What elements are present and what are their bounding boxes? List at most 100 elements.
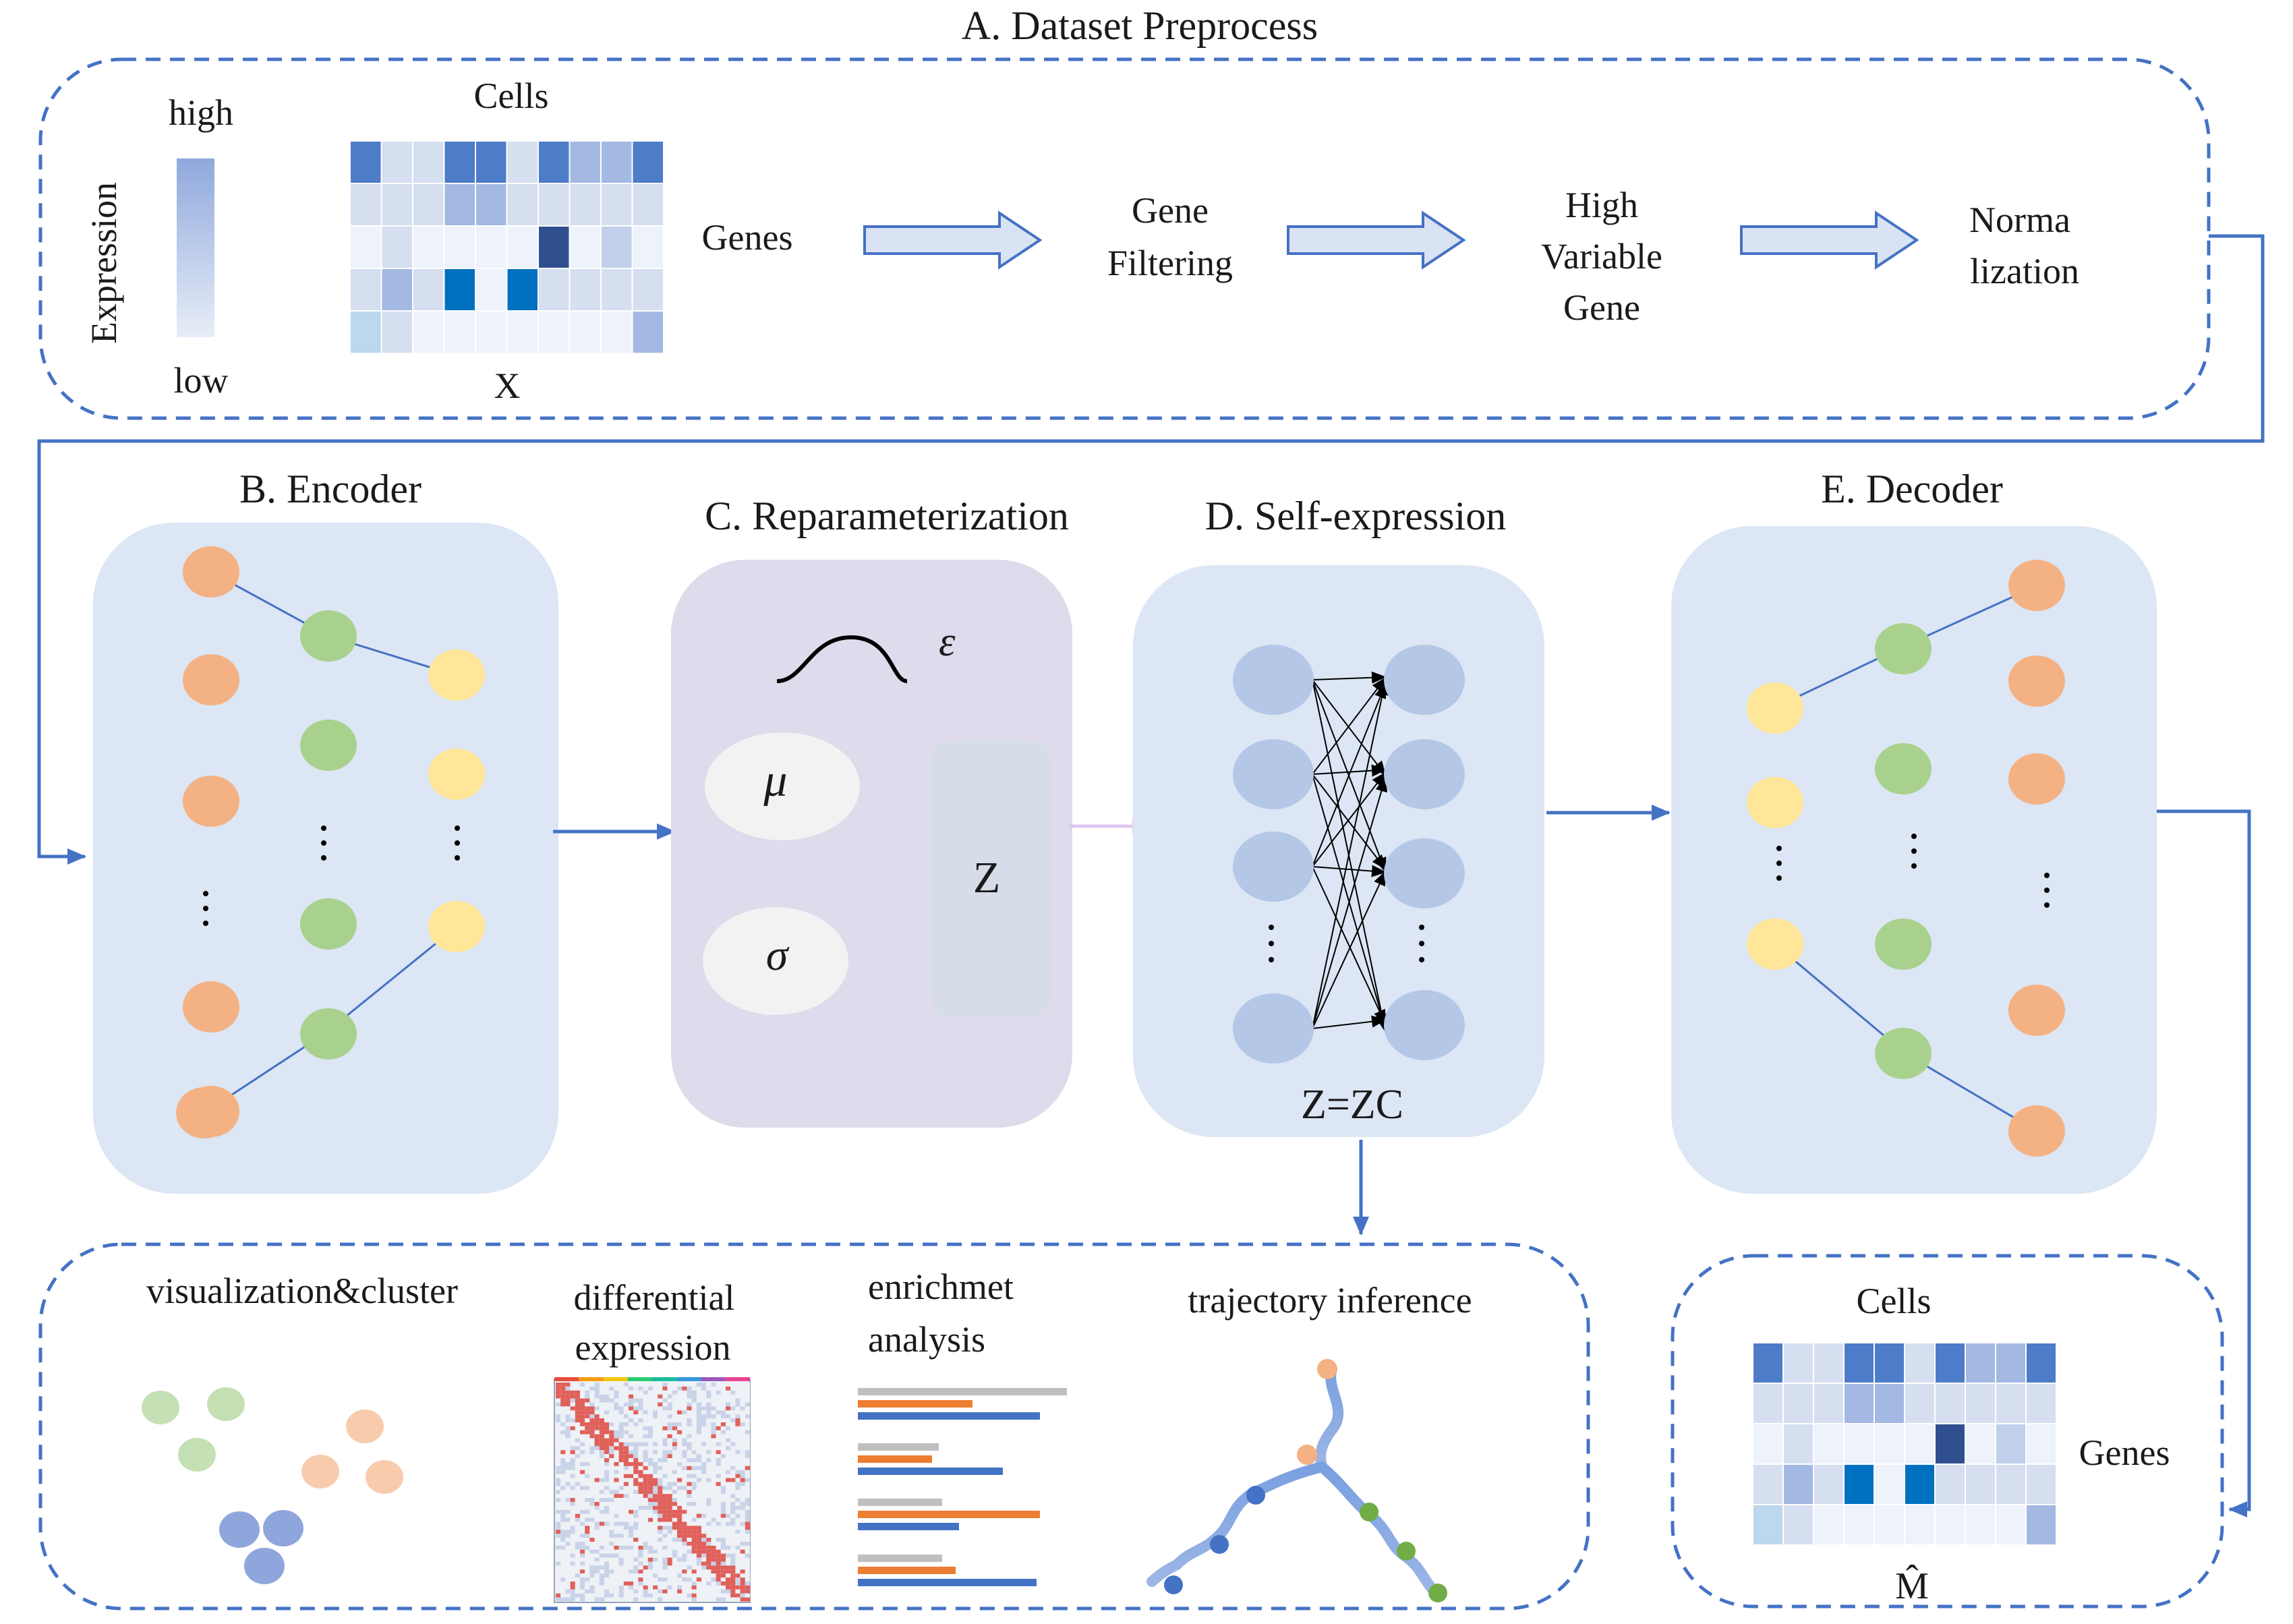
de-heatmap-cell — [629, 1526, 633, 1530]
de-heatmap-cell — [741, 1403, 745, 1407]
de-heatmap-cell — [726, 1514, 730, 1518]
de-heatmap-cell — [585, 1466, 589, 1470]
de-heatmap-cell — [565, 1514, 570, 1518]
de-heatmap-cell — [662, 1506, 667, 1510]
de-heatmap-cell — [682, 1410, 687, 1414]
de-heatmap-cell — [711, 1387, 716, 1391]
de-heatmap-cell — [745, 1478, 750, 1482]
de-heatmap-cell — [697, 1510, 701, 1514]
de-heatmap-cell — [648, 1518, 653, 1522]
de-heatmap-cell — [745, 1462, 750, 1466]
de-heatmap-cell — [682, 1498, 687, 1502]
de-heatmap-cell — [589, 1439, 594, 1443]
de-heatmap-cell — [609, 1391, 614, 1395]
de-heatmap-cell — [697, 1403, 701, 1407]
de-heatmap-cell — [735, 1486, 740, 1490]
de-heatmap-cell — [604, 1410, 609, 1414]
de-heatmap-cell — [638, 1450, 643, 1454]
de-heatmap-cell — [735, 1403, 740, 1407]
de-heatmap-cell — [658, 1518, 662, 1522]
de-heatmap-cell — [609, 1530, 614, 1534]
de-heatmap-cell — [585, 1450, 589, 1454]
de-heatmap-cell — [721, 1482, 726, 1486]
heatmap-cell — [1996, 1505, 2025, 1544]
de-heatmap-cell — [658, 1569, 662, 1573]
de-heatmap-cell — [706, 1530, 711, 1534]
de-heatmap-cell — [653, 1482, 658, 1486]
de-heatmap-cell — [745, 1470, 750, 1474]
de-heatmap-cell — [571, 1443, 575, 1447]
de-heatmap-cell — [589, 1558, 594, 1562]
de-heatmap-cell — [682, 1550, 687, 1554]
de-heatmap-cell — [580, 1562, 585, 1566]
de-heatmap-cell — [585, 1486, 589, 1490]
de-heatmap-cell — [730, 1506, 735, 1510]
de-heatmap-cell — [658, 1494, 662, 1498]
de-heatmap-cell — [706, 1430, 711, 1434]
de-heatmap-cell — [692, 1450, 697, 1454]
de-heatmap-cell — [741, 1482, 745, 1486]
heatmap-cell — [571, 184, 601, 225]
de-heatmap-cell — [565, 1522, 570, 1526]
de-heatmap-cell — [735, 1395, 740, 1399]
de-heatmap-cell — [624, 1478, 629, 1482]
de-heatmap-cell — [677, 1486, 682, 1490]
de-heatmap-cell — [692, 1391, 697, 1395]
de-heatmap-cell — [614, 1399, 618, 1403]
de-heatmap-cell — [692, 1554, 697, 1558]
de-heatmap-cell — [662, 1562, 667, 1566]
heatmap-cell — [1814, 1384, 1843, 1423]
de-heatmap-cell — [735, 1439, 740, 1443]
de-heatmap-cell — [604, 1542, 609, 1546]
de-heatmap-cell — [672, 1522, 677, 1526]
de-heatmap-cell — [726, 1450, 730, 1454]
de-heatmap-cell — [692, 1454, 697, 1458]
de-heatmap-cell — [638, 1573, 643, 1577]
de-heatmap-cell — [687, 1426, 691, 1430]
de-heatmap-cell — [585, 1422, 589, 1426]
de-heatmap-cell — [668, 1486, 672, 1490]
de-heatmap-cell — [697, 1538, 701, 1542]
de-heatmap-cell — [711, 1514, 716, 1518]
de-heatmap-cell — [643, 1498, 648, 1502]
de-heatmap-cell — [692, 1466, 697, 1470]
de-heatmap-cell — [633, 1414, 638, 1418]
de-heatmap-cell — [614, 1538, 618, 1542]
de-heatmap-cell — [619, 1383, 624, 1387]
de-heatmap-cell — [730, 1474, 735, 1478]
de-heatmap-cell — [614, 1590, 618, 1594]
de-heatmap-cell — [595, 1446, 600, 1450]
de-heatmap-cell — [668, 1430, 672, 1434]
de-heatmap-cell — [614, 1478, 618, 1482]
de-heatmap-cell — [726, 1403, 730, 1407]
de-heatmap-cell — [614, 1514, 618, 1518]
de-heatmap-cell — [585, 1542, 589, 1546]
de-heatmap-cell — [560, 1391, 565, 1395]
de-heatmap-cell — [556, 1482, 560, 1486]
de-heatmap-cell — [589, 1569, 594, 1573]
de-heatmap-cell — [735, 1391, 740, 1395]
de-heatmap-cell — [726, 1399, 730, 1403]
de-heatmap-cell — [741, 1462, 745, 1466]
de-heatmap-cell — [697, 1526, 701, 1530]
de-heatmap-cell — [585, 1558, 589, 1562]
de-heatmap-cell — [653, 1418, 658, 1422]
de-heatmap-cell — [556, 1478, 560, 1482]
de-heatmap-cell — [589, 1522, 594, 1526]
de-heatmap-cell — [711, 1395, 716, 1399]
de-heatmap-cell — [633, 1450, 638, 1454]
de-heatmap-cell — [565, 1430, 570, 1434]
de-heatmap-cell — [629, 1383, 633, 1387]
section-output: Cells Genes M̂ — [1673, 1256, 2222, 1607]
selfexpr-left-node — [1233, 645, 1314, 715]
de-heatmap-cell — [619, 1403, 624, 1407]
de-heatmap-cell — [682, 1565, 687, 1569]
de-heatmap-cell — [609, 1414, 614, 1418]
de-heatmap-cell — [619, 1450, 624, 1454]
de-heatmap-cell — [633, 1562, 638, 1566]
de-heatmap-cell — [575, 1430, 580, 1434]
de-heatmap-cell — [745, 1434, 750, 1439]
de-heatmap-cell — [701, 1586, 706, 1590]
selfexpr-right-node — [1384, 838, 1465, 908]
de-heatmap-cell — [672, 1526, 677, 1530]
